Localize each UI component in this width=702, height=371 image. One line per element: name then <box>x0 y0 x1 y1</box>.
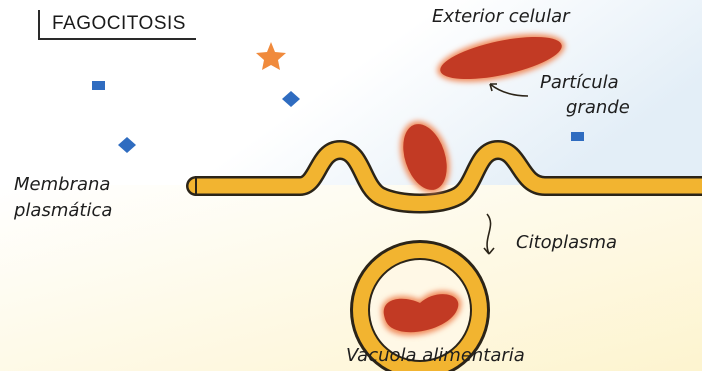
label-membrane-line2: plasmática <box>14 200 112 221</box>
diagram-title: FAGOCITOSIS <box>38 10 196 40</box>
label-exterior: Exterior celular <box>432 6 570 27</box>
blue-molecule <box>92 81 105 90</box>
blue-molecule <box>571 132 584 141</box>
label-particle-line1: Partícula <box>540 72 619 93</box>
label-particle-line2: grande <box>566 97 630 118</box>
label-vacuole: Vacuola alimentaria <box>346 345 525 366</box>
label-membrane-line1: Membrana <box>14 174 110 195</box>
label-cytoplasm: Citoplasma <box>516 232 617 253</box>
